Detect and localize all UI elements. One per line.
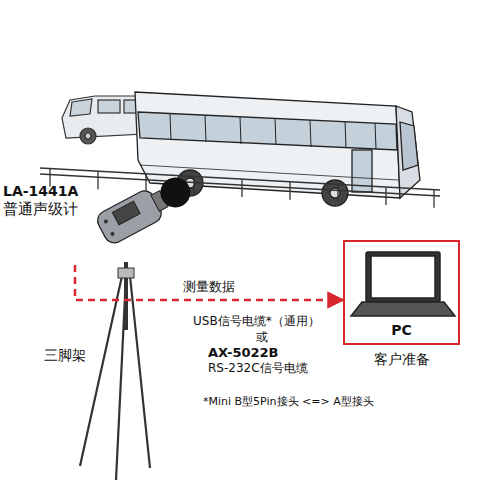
laptop (351, 252, 455, 316)
cable-note: RS-232C信号电缆 (208, 361, 308, 375)
rail-post (193, 176, 194, 194)
pc-box: PC 客户准备 (343, 240, 460, 368)
rail-post (433, 190, 434, 208)
edge-label: 测量数据 (180, 278, 238, 296)
node-caption: 普通声级计 (3, 200, 163, 218)
cable-note: AX-5022B (208, 345, 279, 361)
rail-post (241, 179, 242, 197)
tripod (80, 262, 150, 480)
meter-node: LA-1441A普通声级计 (3, 183, 163, 265)
node-heading: LA-1441A (3, 183, 163, 200)
rail-post (337, 184, 338, 202)
guard-rail (40, 168, 440, 208)
rail-post (289, 182, 290, 200)
sound-level-meter (94, 170, 196, 246)
rail-post (385, 187, 386, 205)
node-caption: 客户准备 (343, 351, 460, 368)
part-name: 三脚架 (44, 347, 86, 364)
cable-note: 或 (256, 330, 268, 344)
cable-note: *Mini B型5Pin接头 <=> A型接头 (203, 395, 374, 408)
node-heading: PC (345, 322, 458, 339)
pc-outline: PC (343, 240, 460, 345)
cable-note: USB信号电缆*（通用） (193, 314, 320, 328)
rail-post (97, 171, 98, 189)
data-link (75, 265, 343, 300)
rail-post (145, 174, 146, 192)
